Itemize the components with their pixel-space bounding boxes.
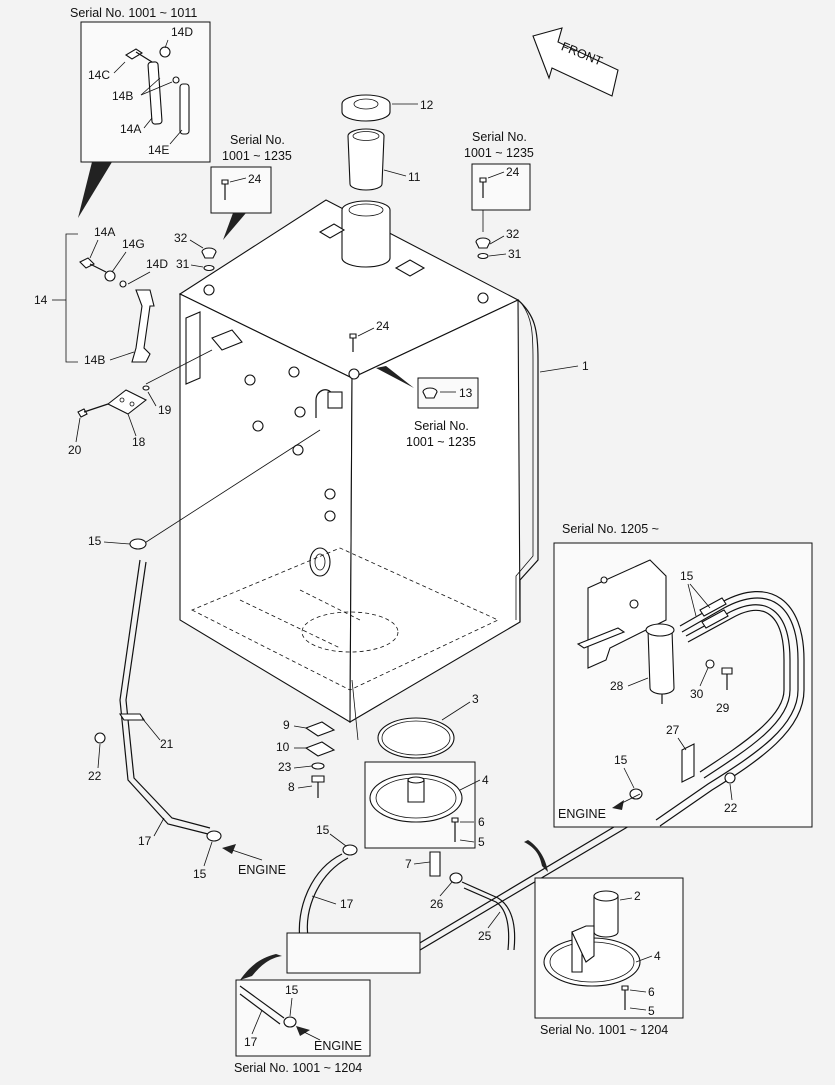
label-14C-inset: 14C	[88, 68, 110, 82]
label-6: 6	[478, 815, 485, 829]
label-1: 1	[582, 359, 589, 373]
serial-range-label: 1001 ~ 1235	[464, 146, 534, 160]
inset-filter-1205: Serial No. 1205 ~ 28 15 30 29 27 22	[553, 522, 813, 828]
hose-17-left: 15 21 22 17 15 ENGINE	[88, 429, 321, 881]
engine-label-right: ENGINE	[558, 807, 606, 821]
label-4: 4	[482, 773, 489, 787]
callout-pointer	[78, 162, 112, 218]
front-arrow: FRONT	[532, 27, 619, 97]
label-14B-inset: 14B	[112, 89, 133, 103]
label-24: 24	[376, 319, 390, 333]
label-9: 9	[283, 718, 290, 732]
label-31: 31	[508, 247, 522, 261]
inset-cover-1001-1204: Serial No. 1001 ~ 1204 2 4 6 5	[534, 877, 684, 1037]
label-2: 2	[634, 889, 641, 903]
plug-31-32-left: 32 31	[174, 231, 217, 272]
label-18: 18	[132, 435, 146, 449]
label-4: 4	[654, 949, 661, 963]
o-ring-3: 3	[377, 692, 479, 759]
label-5: 5	[478, 835, 485, 849]
label-24: 24	[248, 172, 262, 186]
bracket-assembly-14: 14 14A 14G 14D 14B	[34, 225, 168, 367]
cover-4-center: 4 6 5	[364, 761, 489, 849]
label-11: 11	[408, 170, 421, 184]
serial-callout-24-right: Serial No. 1001 ~ 1235 24	[464, 130, 534, 232]
label-24: 24	[506, 165, 520, 179]
label-14A: 14A	[94, 225, 115, 239]
label-23: 23	[278, 760, 292, 774]
label-13: 13	[459, 386, 473, 400]
label-6: 6	[648, 985, 655, 999]
label-17: 17	[244, 1035, 258, 1049]
label-7: 7	[405, 857, 412, 871]
hose-17-center: 15 17	[240, 777, 701, 980]
label-10: 10	[276, 740, 290, 754]
serial-no-label: Serial No.	[472, 130, 527, 144]
label-14E-inset: 14E	[148, 143, 169, 157]
serial-range-label: 1001 ~ 1235	[222, 149, 292, 163]
label-14: 14	[34, 293, 48, 307]
label-22: 22	[88, 769, 102, 783]
label-15: 15	[193, 867, 207, 881]
engine-label-bottom: ENGINE	[314, 1039, 362, 1053]
inset-bracket-1001-1011: Serial No. 1001 ~ 1011 14D 14C 14B 14A 1…	[70, 6, 211, 218]
serial-range-label: 1001 ~ 1235	[406, 435, 476, 449]
label-22: 22	[724, 801, 738, 815]
label-15: 15	[316, 823, 330, 837]
label-32: 32	[174, 231, 188, 245]
serial-label-1001-1204-left: Serial No. 1001 ~ 1204	[234, 1061, 362, 1075]
label-20: 20	[68, 443, 82, 457]
label-25: 25	[478, 929, 492, 943]
fitting-7-26-25: 7 26 25	[405, 851, 516, 951]
label-15: 15	[680, 569, 694, 583]
label-21: 21	[160, 737, 174, 751]
label-14D: 14D	[146, 257, 168, 271]
label-8: 8	[288, 780, 295, 794]
inset-hose-1001-1204: Serial No. 1001 ~ 1204 15 17 ENGINE	[234, 979, 371, 1075]
serial-no-label: Serial No.	[414, 419, 469, 433]
label-5: 5	[648, 1004, 655, 1018]
label-15: 15	[285, 983, 299, 997]
label-27: 27	[666, 723, 680, 737]
mount-hardware: 9 10 23 8	[276, 679, 359, 798]
filler-cap-12: 12	[341, 94, 434, 122]
label-3: 3	[472, 692, 479, 706]
hydraulic-tank-1: 1 24 13 Serial No. 1001 ~ 1235	[178, 199, 589, 723]
serial-label-1001-1204-right: Serial No. 1001 ~ 1204	[540, 1023, 668, 1037]
label-12: 12	[420, 98, 434, 112]
serial-label-1205: Serial No. 1205 ~	[562, 522, 659, 536]
label-14B: 14B	[84, 353, 105, 367]
label-28: 28	[610, 679, 624, 693]
label-30: 30	[690, 687, 704, 701]
strainer-11: 11	[347, 128, 421, 191]
label-17: 17	[138, 834, 152, 848]
label-26: 26	[430, 897, 444, 911]
plug-31-32-right: 32 31	[475, 227, 522, 261]
label-29: 29	[716, 701, 730, 715]
label-14A-inset: 14A	[120, 122, 141, 136]
label-15: 15	[88, 534, 102, 548]
label-31: 31	[176, 257, 190, 271]
label-19: 19	[158, 403, 172, 417]
engine-label-left: ENGINE	[238, 863, 286, 877]
label-32: 32	[506, 227, 520, 241]
plate-18: 18 19 20	[68, 349, 213, 457]
label-14G: 14G	[122, 237, 145, 251]
serial-label-1001-1011: Serial No. 1001 ~ 1011	[70, 6, 197, 20]
label-14D-inset: 14D	[171, 25, 193, 39]
label-15: 15	[614, 753, 628, 767]
serial-callout-24-left: Serial No. 1001 ~ 1235 24	[210, 133, 292, 240]
serial-no-label: Serial No.	[230, 133, 285, 147]
label-17: 17	[340, 897, 354, 911]
